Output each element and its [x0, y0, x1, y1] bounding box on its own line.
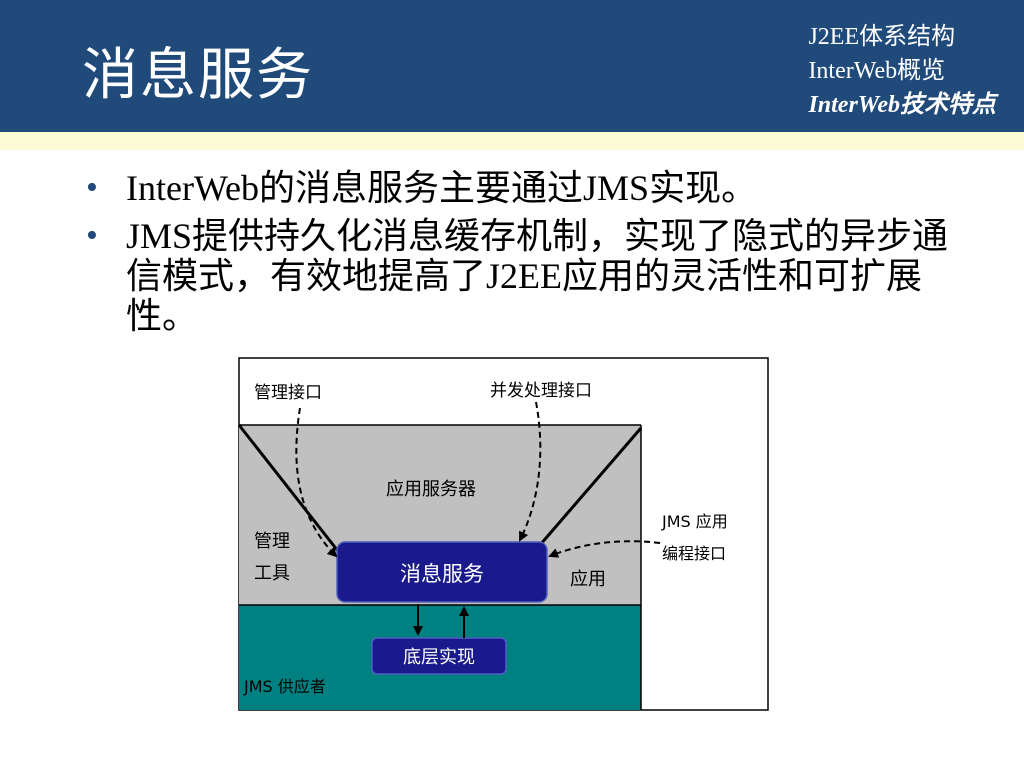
bullet-item: InterWeb的消息服务主要通过JMS实现。 — [84, 168, 984, 208]
nav-item-j2ee[interactable]: J2EE体系结构 — [808, 24, 956, 50]
bullet-list: InterWeb的消息服务主要通过JMS实现。 JMS提供持久化消息缓存机制，实… — [84, 168, 984, 344]
label-admin-tool-line2: 工具 — [254, 563, 290, 584]
slide-title: 消息服务 — [82, 43, 314, 108]
concurrent-interface-arrow — [519, 401, 542, 542]
section-nav: J2EE体系结构 InterWeb概览 InterWeb技术特点 — [808, 20, 996, 122]
jms-api-arrow — [548, 540, 661, 558]
label-admin-interface: 管理接口 — [254, 383, 322, 403]
label-jms-provider: JMS 供应者 — [243, 677, 326, 696]
funnel-right-line — [538, 427, 643, 546]
label-concurrent-interface: 并发处理接口 — [490, 381, 592, 401]
label-jms-api-line2: 编程接口 — [662, 544, 726, 563]
label-app-server: 应用服务器 — [386, 479, 476, 500]
bullet-item: JMS提供持久化消息缓存机制，实现了隐式的异步通信模式，有效地提高了J2EE应用… — [84, 216, 984, 336]
label-admin-tool-line1: 管理 — [254, 531, 290, 552]
nav-item-features[interactable]: InterWeb技术特点 — [808, 92, 996, 118]
funnel-left-line — [237, 424, 347, 561]
label-application: 应用 — [570, 569, 606, 590]
admin-interface-arrow — [295, 407, 338, 558]
header-band — [0, 132, 1024, 150]
message-service-box — [336, 541, 548, 603]
label-low-level: 底层实现 — [403, 647, 475, 668]
label-jms-api-line1: JMS 应用 — [661, 512, 728, 531]
low-level-box — [371, 637, 507, 675]
label-message-service: 消息服务 — [400, 562, 484, 586]
slide-header — [0, 0, 1024, 132]
nav-item-overview[interactable]: InterWeb概览 — [808, 58, 946, 84]
